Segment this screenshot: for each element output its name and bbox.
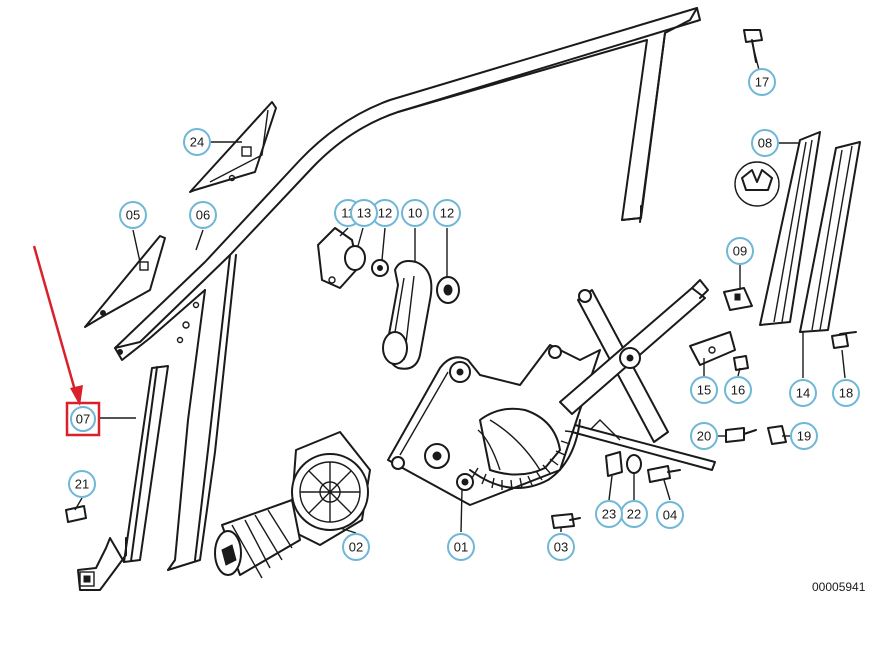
callout-05[interactable]: 05: [119, 201, 147, 229]
callout-01[interactable]: 01: [447, 533, 475, 561]
svg-text:24: 24: [190, 135, 204, 150]
small-parts: [65, 29, 857, 529]
leader-lines: [74, 41, 846, 534]
callout-22[interactable]: 22: [620, 500, 648, 528]
svg-text:03: 03: [554, 540, 568, 555]
svg-text:05: 05: [126, 208, 140, 223]
svg-text:19: 19: [797, 429, 811, 444]
callout-08[interactable]: 08: [751, 129, 779, 157]
callout-21[interactable]: 21: [68, 470, 96, 498]
corner-trim-24: [189, 101, 277, 193]
svg-text:01: 01: [454, 540, 468, 555]
guide-rail: [77, 365, 169, 591]
callout-12-right[interactable]: 12: [433, 199, 461, 227]
diagram-reference-number: 00005941: [812, 580, 866, 594]
callout-23[interactable]: 23: [595, 500, 623, 528]
svg-text:18: 18: [839, 386, 853, 401]
corner-trim-05: [84, 235, 166, 328]
drive-motor: [214, 431, 371, 579]
svg-text:23: 23: [602, 507, 616, 522]
red-pointer-arrow: [32, 245, 83, 406]
callout-04[interactable]: 04: [656, 501, 684, 529]
svg-text:10: 10: [408, 206, 422, 221]
callout-07[interactable]: 07: [70, 406, 96, 432]
svg-text:09: 09: [733, 244, 747, 259]
svg-text:14: 14: [796, 386, 810, 401]
callout-09[interactable]: 09: [726, 237, 754, 265]
callout-15[interactable]: 15: [690, 376, 718, 404]
cable-drum-assembly: [317, 227, 460, 370]
svg-text:17: 17: [755, 75, 769, 90]
callout-16[interactable]: 16: [724, 376, 752, 404]
svg-text:08: 08: [758, 136, 772, 151]
callout-17[interactable]: 17: [748, 68, 776, 96]
callout-18[interactable]: 18: [832, 379, 860, 407]
callout-14[interactable]: 14: [789, 379, 817, 407]
svg-text:07: 07: [76, 412, 90, 427]
callout-06[interactable]: 06: [189, 201, 217, 229]
callout-10[interactable]: 10: [401, 199, 429, 227]
window-frame: [114, 7, 701, 571]
svg-text:04: 04: [663, 508, 677, 523]
window-regulator: [387, 344, 601, 506]
callout-19[interactable]: 19: [790, 422, 818, 450]
svg-text:16: 16: [731, 383, 745, 398]
svg-text:21: 21: [75, 477, 89, 492]
callout-20[interactable]: 20: [690, 422, 718, 450]
svg-text:22: 22: [627, 507, 641, 522]
highlight-box-part-07: [65, 401, 101, 437]
svg-text:12: 12: [378, 206, 392, 221]
callout-12[interactable]: 12: [371, 199, 399, 227]
svg-text:13: 13: [357, 206, 371, 221]
svg-text:12: 12: [440, 206, 454, 221]
window-channels: [734, 131, 861, 333]
svg-text:20: 20: [697, 429, 711, 444]
callout-02[interactable]: 02: [342, 533, 370, 561]
callout-13[interactable]: 13: [350, 199, 378, 227]
scissor-arms: [559, 279, 716, 471]
svg-text:02: 02: [349, 540, 363, 555]
callout-03[interactable]: 03: [547, 533, 575, 561]
callout-24[interactable]: 24: [183, 128, 211, 156]
svg-text:06: 06: [196, 208, 210, 223]
svg-text:15: 15: [697, 383, 711, 398]
